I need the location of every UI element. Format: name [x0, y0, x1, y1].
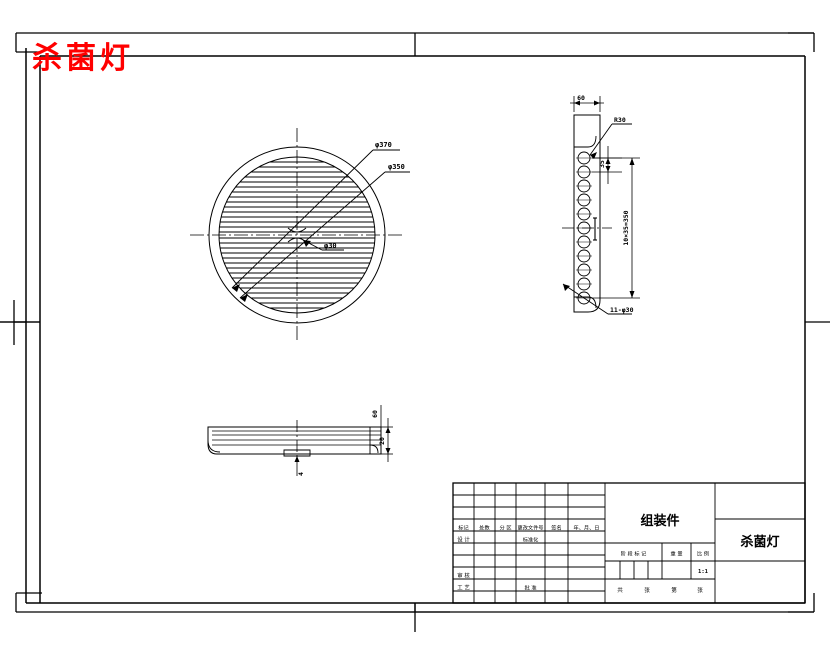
front-view-centerlines: [190, 128, 404, 342]
mid-label-0: 标准化: [523, 536, 539, 544]
front-circular-view: φ370 φ350 φ30: [190, 128, 410, 342]
leader-arrow-inner: [240, 294, 248, 302]
frame-center-mark-left: [13, 300, 40, 345]
inner-diameter-circle: [218, 156, 376, 314]
section-outline: [207, 426, 382, 455]
mid-label-3: 批 准: [524, 584, 536, 592]
outer-diameter-label: φ370: [375, 141, 392, 149]
assembly-name-label: 组装件: [640, 513, 679, 529]
dim-arrow: [385, 427, 391, 433]
dim-height-20: [381, 418, 393, 462]
radius-label: R30: [614, 116, 626, 124]
stage-header-0: 阶 段 标 记: [621, 550, 647, 558]
leader-radius-r30: [589, 123, 632, 156]
rev-header-1: 处数: [479, 524, 490, 532]
rev-header-2: 分 区: [499, 524, 511, 532]
role-labels: 设 计 审 核 工 艺: [457, 536, 470, 592]
footer-1: 张: [644, 586, 650, 594]
stage-header-2: 比 例: [697, 550, 709, 558]
section-center-label: 4: [297, 472, 305, 476]
rev-header-0: 标记: [458, 524, 468, 532]
side-view-slot-mark: [593, 217, 597, 241]
dim-arrow: [594, 100, 600, 106]
rev-header-4: 签名: [551, 524, 561, 532]
bottom-section-view: 20 60 4: [207, 405, 393, 476]
section-edge-label: 60: [371, 410, 379, 418]
dim-arrow: [629, 291, 635, 298]
stage-header-1: 重 量: [670, 550, 682, 558]
side-hole-pattern-view: 60 R30 35 10×35=350: [562, 94, 640, 315]
dim-arrow: [574, 100, 580, 106]
leader-arrow-r30: [590, 152, 597, 159]
rev-header-3: 更改文件号: [518, 524, 544, 532]
section-height-label: 20: [378, 437, 386, 445]
hole-note-label: 11-φ30: [610, 306, 634, 314]
hole-center-marks: [576, 157, 592, 299]
footer-2: 第: [671, 586, 677, 594]
louver-slat-group: [219, 161, 375, 309]
mid-role-labels: 标准化 批 准: [523, 536, 539, 592]
role-label-2: 审 核: [457, 572, 470, 580]
span-dim-label: 10×35=350: [622, 210, 630, 245]
border-corner-ticks: [15, 32, 815, 613]
dim-arrow: [294, 456, 300, 462]
thickness-dim-label: 60: [577, 94, 585, 102]
leader-arrow-hole: [303, 240, 311, 247]
leader-arrow-note: [563, 284, 570, 291]
pitch-dim-label: 35: [598, 160, 606, 168]
leader-hole-note: [562, 283, 632, 315]
dim-arrow: [605, 166, 611, 172]
part-name-grid: [715, 518, 805, 562]
side-view-outline: [573, 114, 601, 313]
rev-header-5: 年、月、日: [574, 524, 600, 532]
section-right-fillet: [369, 427, 379, 454]
section-laminations: [212, 430, 381, 446]
stage-headers: 阶 段 标 记 重 量 比 例: [621, 550, 709, 558]
scale-value-label: 1:1: [698, 569, 709, 575]
role-label-3: 工 艺: [457, 585, 470, 592]
inner-diameter-label: φ350: [388, 163, 405, 171]
sheet-footer-row: 共 张 第 张: [617, 586, 703, 594]
footer-0: 共: [617, 586, 623, 594]
leader-outer-diameter: [231, 149, 400, 289]
outer-diameter-circle: [208, 146, 386, 324]
frame-center-mark-bottom: [380, 603, 450, 613]
leader-inner-diameter: [239, 171, 410, 299]
title-block: 标记 处数 分 区 更改文件号 签名 年、月、日 设 计 审 核 工 艺 标准化…: [452, 482, 806, 604]
revision-headers: 标记 处数 分 区 更改文件号 签名 年、月、日: [458, 524, 599, 532]
role-label-0: 设 计: [457, 536, 470, 544]
dim-arrow: [605, 158, 611, 164]
middle-block-grid: [605, 483, 716, 603]
dim-arrow: [385, 448, 391, 454]
revision-grid: [453, 483, 606, 603]
leader-arrow-outer: [232, 284, 240, 292]
section-boss: [283, 449, 311, 457]
red-title-stamp: 杀菌灯: [32, 41, 134, 76]
dim-arrow: [629, 158, 635, 165]
part-name-label: 杀菌灯: [740, 534, 779, 550]
section-left-fillet: [207, 439, 221, 453]
hole-diameter-label: φ30: [324, 242, 337, 250]
footer-3: 张: [697, 586, 703, 594]
